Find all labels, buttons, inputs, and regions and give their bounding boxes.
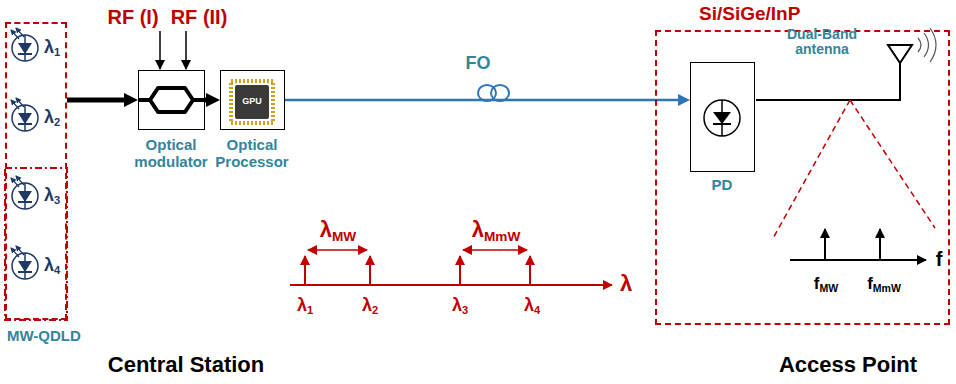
rf-input-label: RF (I) — [107, 6, 158, 28]
laser-diode — [11, 28, 38, 61]
antenna-feed — [756, 62, 900, 100]
rf-input-arrow — [159, 31, 161, 69]
station-label: Access Point — [779, 353, 917, 377]
radio-waves — [918, 28, 936, 62]
frequency-axis — [790, 259, 926, 261]
spacing-label: λMW — [320, 218, 356, 242]
mach-zehnder-symbol — [139, 88, 204, 112]
antenna-symbol — [888, 45, 912, 63]
node-label: Si/SiGe/InP — [699, 4, 800, 25]
spacing-arrow — [463, 249, 527, 251]
photodiode-symbol — [713, 112, 731, 124]
chip-body — [235, 85, 269, 119]
axis-label: f — [936, 248, 943, 270]
signal-connector — [67, 98, 128, 103]
node-label: PD — [712, 177, 733, 194]
spectral-line — [529, 256, 531, 284]
spacing-arrow — [308, 249, 367, 251]
signal-connector — [285, 99, 682, 102]
photodiode-symbol — [713, 123, 731, 125]
signal-connector — [205, 98, 210, 103]
rf-tone — [824, 229, 826, 259]
wavelength-label: λ3 — [44, 186, 60, 206]
wavelength-label: λ1 — [44, 38, 60, 58]
modulator-box: Optical modulator — [138, 70, 205, 130]
spacing-label: λMmW — [472, 218, 521, 242]
connector-label: FO — [464, 54, 493, 74]
photodiode-symbol — [704, 100, 740, 136]
spectral-line — [304, 256, 306, 284]
laser-group-outline — [5, 168, 67, 320]
wavelength-label: λ3 — [452, 296, 468, 316]
wavelength-axis — [290, 284, 612, 286]
zoom-line — [850, 100, 935, 228]
node-label: Optical Processor — [206, 137, 298, 170]
spectral-line — [369, 256, 371, 284]
chip-label: GPU — [242, 97, 262, 107]
axis-label: λ — [620, 272, 632, 296]
wavelength-label: λ1 — [297, 296, 313, 316]
zoom-line — [772, 100, 850, 240]
photodetector-box: PD — [690, 62, 755, 172]
station-label: Central Station — [108, 353, 264, 377]
frequency-label: fMW — [814, 275, 838, 294]
node-label: Optical modulator — [125, 137, 217, 170]
access-point-box: Si/SiGe/InPPD — [655, 30, 950, 325]
chip-pins — [231, 81, 273, 123]
wavelength-label: λ2 — [362, 296, 378, 316]
wavelength-label: λ2 — [44, 108, 60, 128]
rf-tone — [879, 229, 881, 259]
wavelength-label: λ4 — [524, 296, 540, 316]
spectral-line — [459, 256, 461, 284]
antenna-label: Dual-Band antenna — [766, 27, 878, 58]
rf-input-arrow — [185, 31, 187, 69]
frequency-label: fMmW — [867, 275, 901, 294]
rf-input-label: RF (II) — [171, 6, 228, 28]
fiber-coil — [491, 85, 509, 101]
node-label: MW-QDLD — [7, 328, 81, 345]
laser-diode — [11, 98, 38, 131]
laser-diode — [11, 246, 38, 279]
laser-diode — [11, 176, 38, 209]
wavelength-label: λ4 — [44, 256, 60, 276]
